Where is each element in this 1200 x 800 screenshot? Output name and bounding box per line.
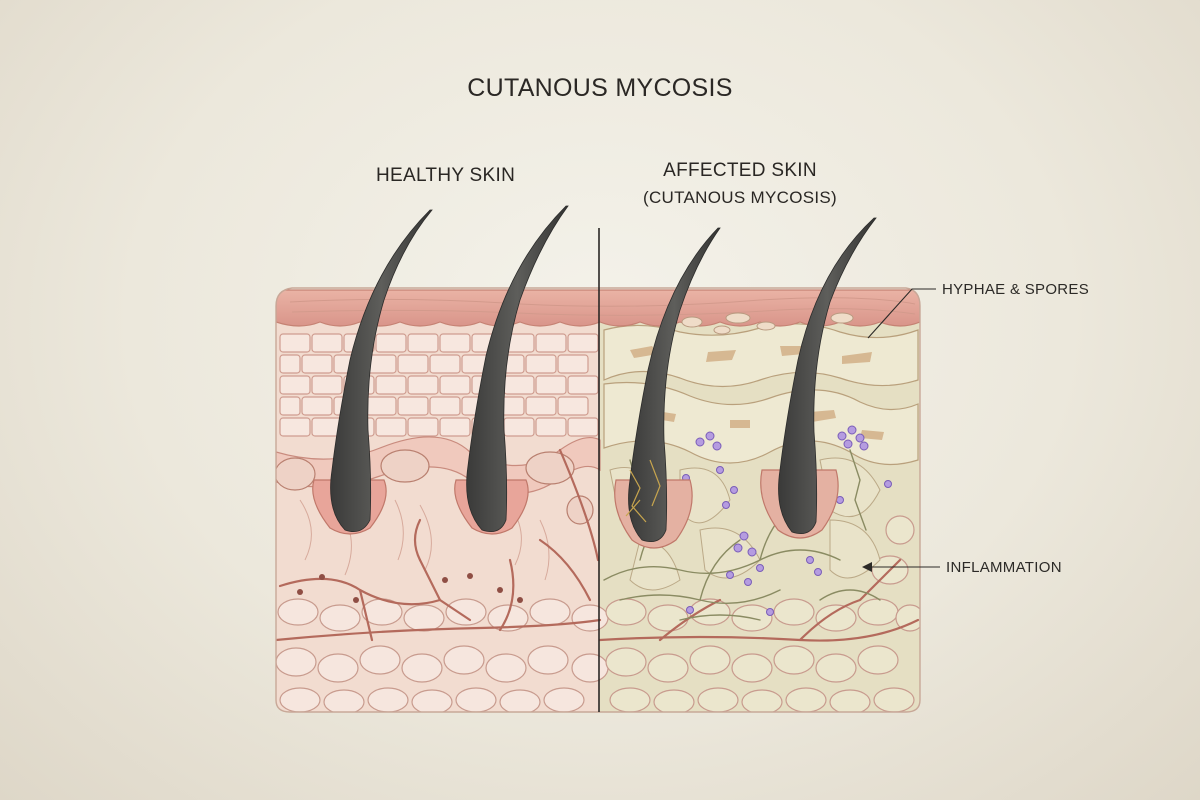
inflammation-arrowhead — [862, 562, 872, 572]
healthy-vessel-ends — [297, 573, 523, 603]
leader-lines — [866, 288, 940, 568]
block-outline — [275, 287, 921, 713]
inflammation-label: INFLAMMATION — [946, 559, 1062, 576]
healthy-fat-cells — [276, 598, 609, 712]
affected-surface-scales — [681, 312, 854, 335]
diagram-title: CUTANOUS MYCOSIS — [467, 74, 733, 102]
healthy-blood-vessels — [276, 448, 602, 642]
affected-fat-cells — [605, 515, 920, 712]
epidermis-texture — [289, 297, 916, 316]
hyphae-spores-label: HYPHAE & SPORES — [942, 281, 1090, 298]
affected-skin-heading: AFFECTED SKIN — [663, 160, 817, 181]
follicle-hyphae — [625, 459, 661, 523]
healthy-glands — [276, 449, 594, 525]
affected-scaly-layer — [603, 323, 919, 466]
fungal-spores — [682, 425, 892, 616]
affected-skin-subheading: (CUTANOUS MYCOSIS) — [643, 188, 837, 207]
healthy-skin-heading: HEALTHY SKIN — [376, 165, 516, 186]
